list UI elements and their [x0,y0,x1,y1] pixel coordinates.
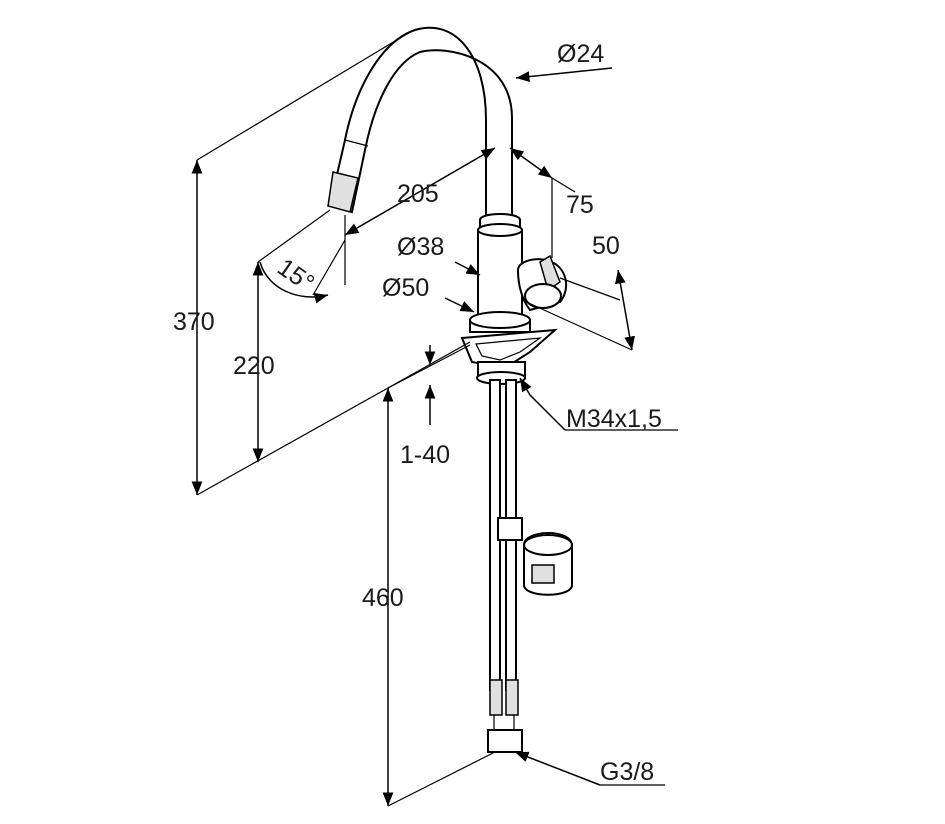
label-205: 205 [397,180,439,208]
faucet-body [460,213,568,385]
label-1-40: 1-40 [400,441,450,469]
supply-hoses [487,379,523,753]
label-220: 220 [233,352,275,380]
label-diameter-50: Ø50 [382,274,429,302]
label-75: 75 [566,191,594,219]
label-thread-m34: M34x1,5 [566,405,662,433]
label-370: 370 [173,308,215,336]
label-g3-8: G3/8 [600,758,654,786]
label-diameter-24: Ø24 [557,40,604,68]
label-460: 460 [362,584,404,612]
hose-weight [523,532,573,596]
dimension-lines [191,31,678,807]
label-50: 50 [592,232,620,260]
label-diameter-38: Ø38 [397,233,444,261]
label-15-degrees: 15° [272,253,319,298]
